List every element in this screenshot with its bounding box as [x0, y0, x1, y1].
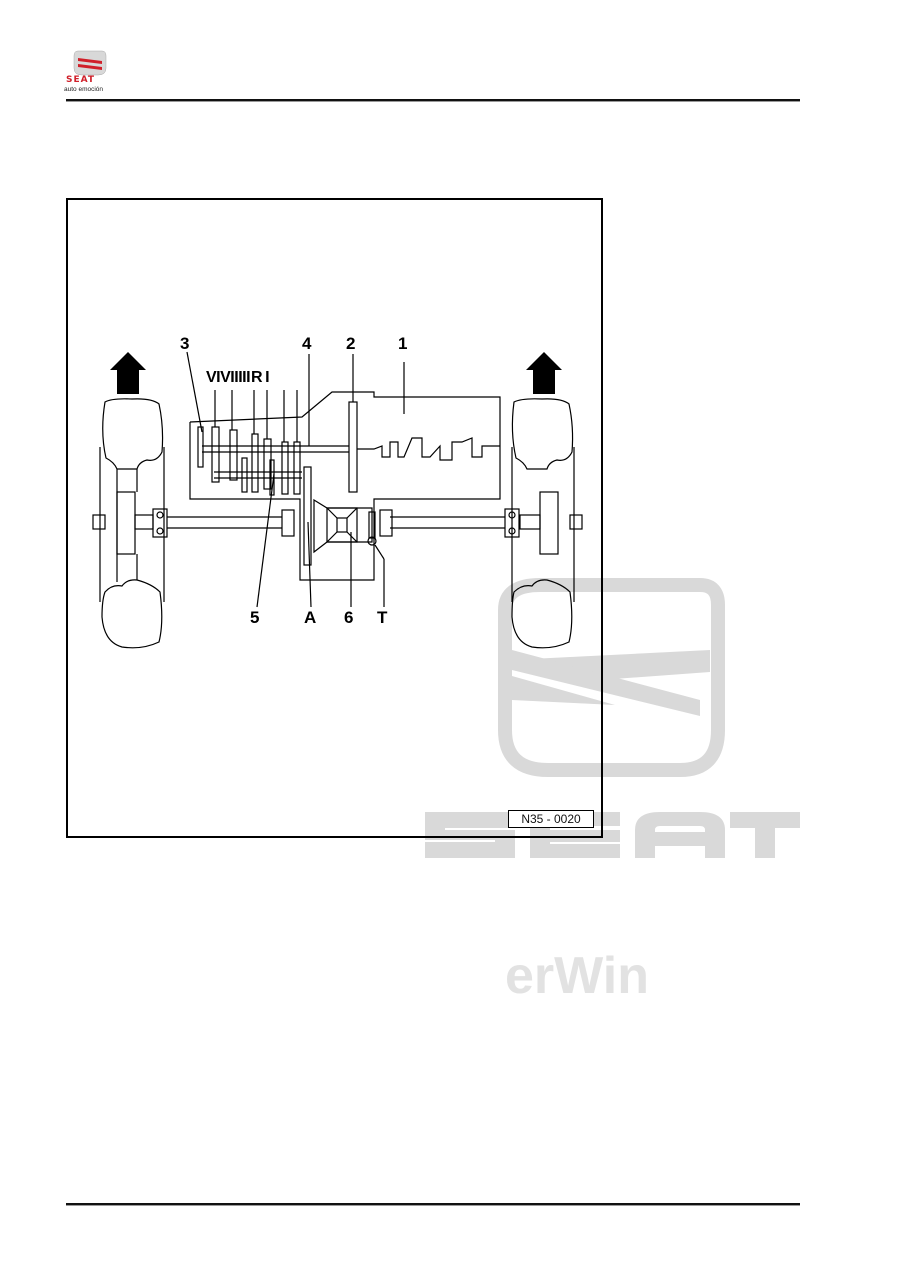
figure-code: N35 - 0020 [508, 810, 594, 828]
manual-gearbox-diagram [92, 351, 583, 649]
gear-label-V: V [206, 369, 217, 386]
gear-label-III: III [230, 369, 243, 386]
gear-label-IV: IV [216, 369, 231, 386]
direction-arrow-icon [526, 352, 562, 394]
gear-label-R: R [251, 369, 263, 386]
footer-rule [66, 1203, 800, 1206]
gear-label-II: II [242, 369, 251, 386]
callout-T: T [377, 608, 388, 627]
erwin-watermark-text: erWin [505, 947, 649, 1005]
gear-label-I: I [265, 369, 270, 386]
direction-arrow-icon [110, 352, 146, 394]
callout-6: 6 [344, 608, 354, 627]
callout-5: 5 [250, 608, 260, 627]
logo-tagline: auto emoción [64, 86, 104, 93]
callout-4: 4 [302, 334, 312, 353]
header-rule [66, 99, 800, 102]
logo-brand-text: SEAT [66, 75, 96, 85]
callout-1: 1 [398, 334, 408, 353]
callout-2: 2 [346, 334, 356, 353]
seat-emblem-icon [73, 50, 107, 76]
callout-A: A [304, 608, 317, 627]
callout-3: 3 [180, 334, 190, 353]
